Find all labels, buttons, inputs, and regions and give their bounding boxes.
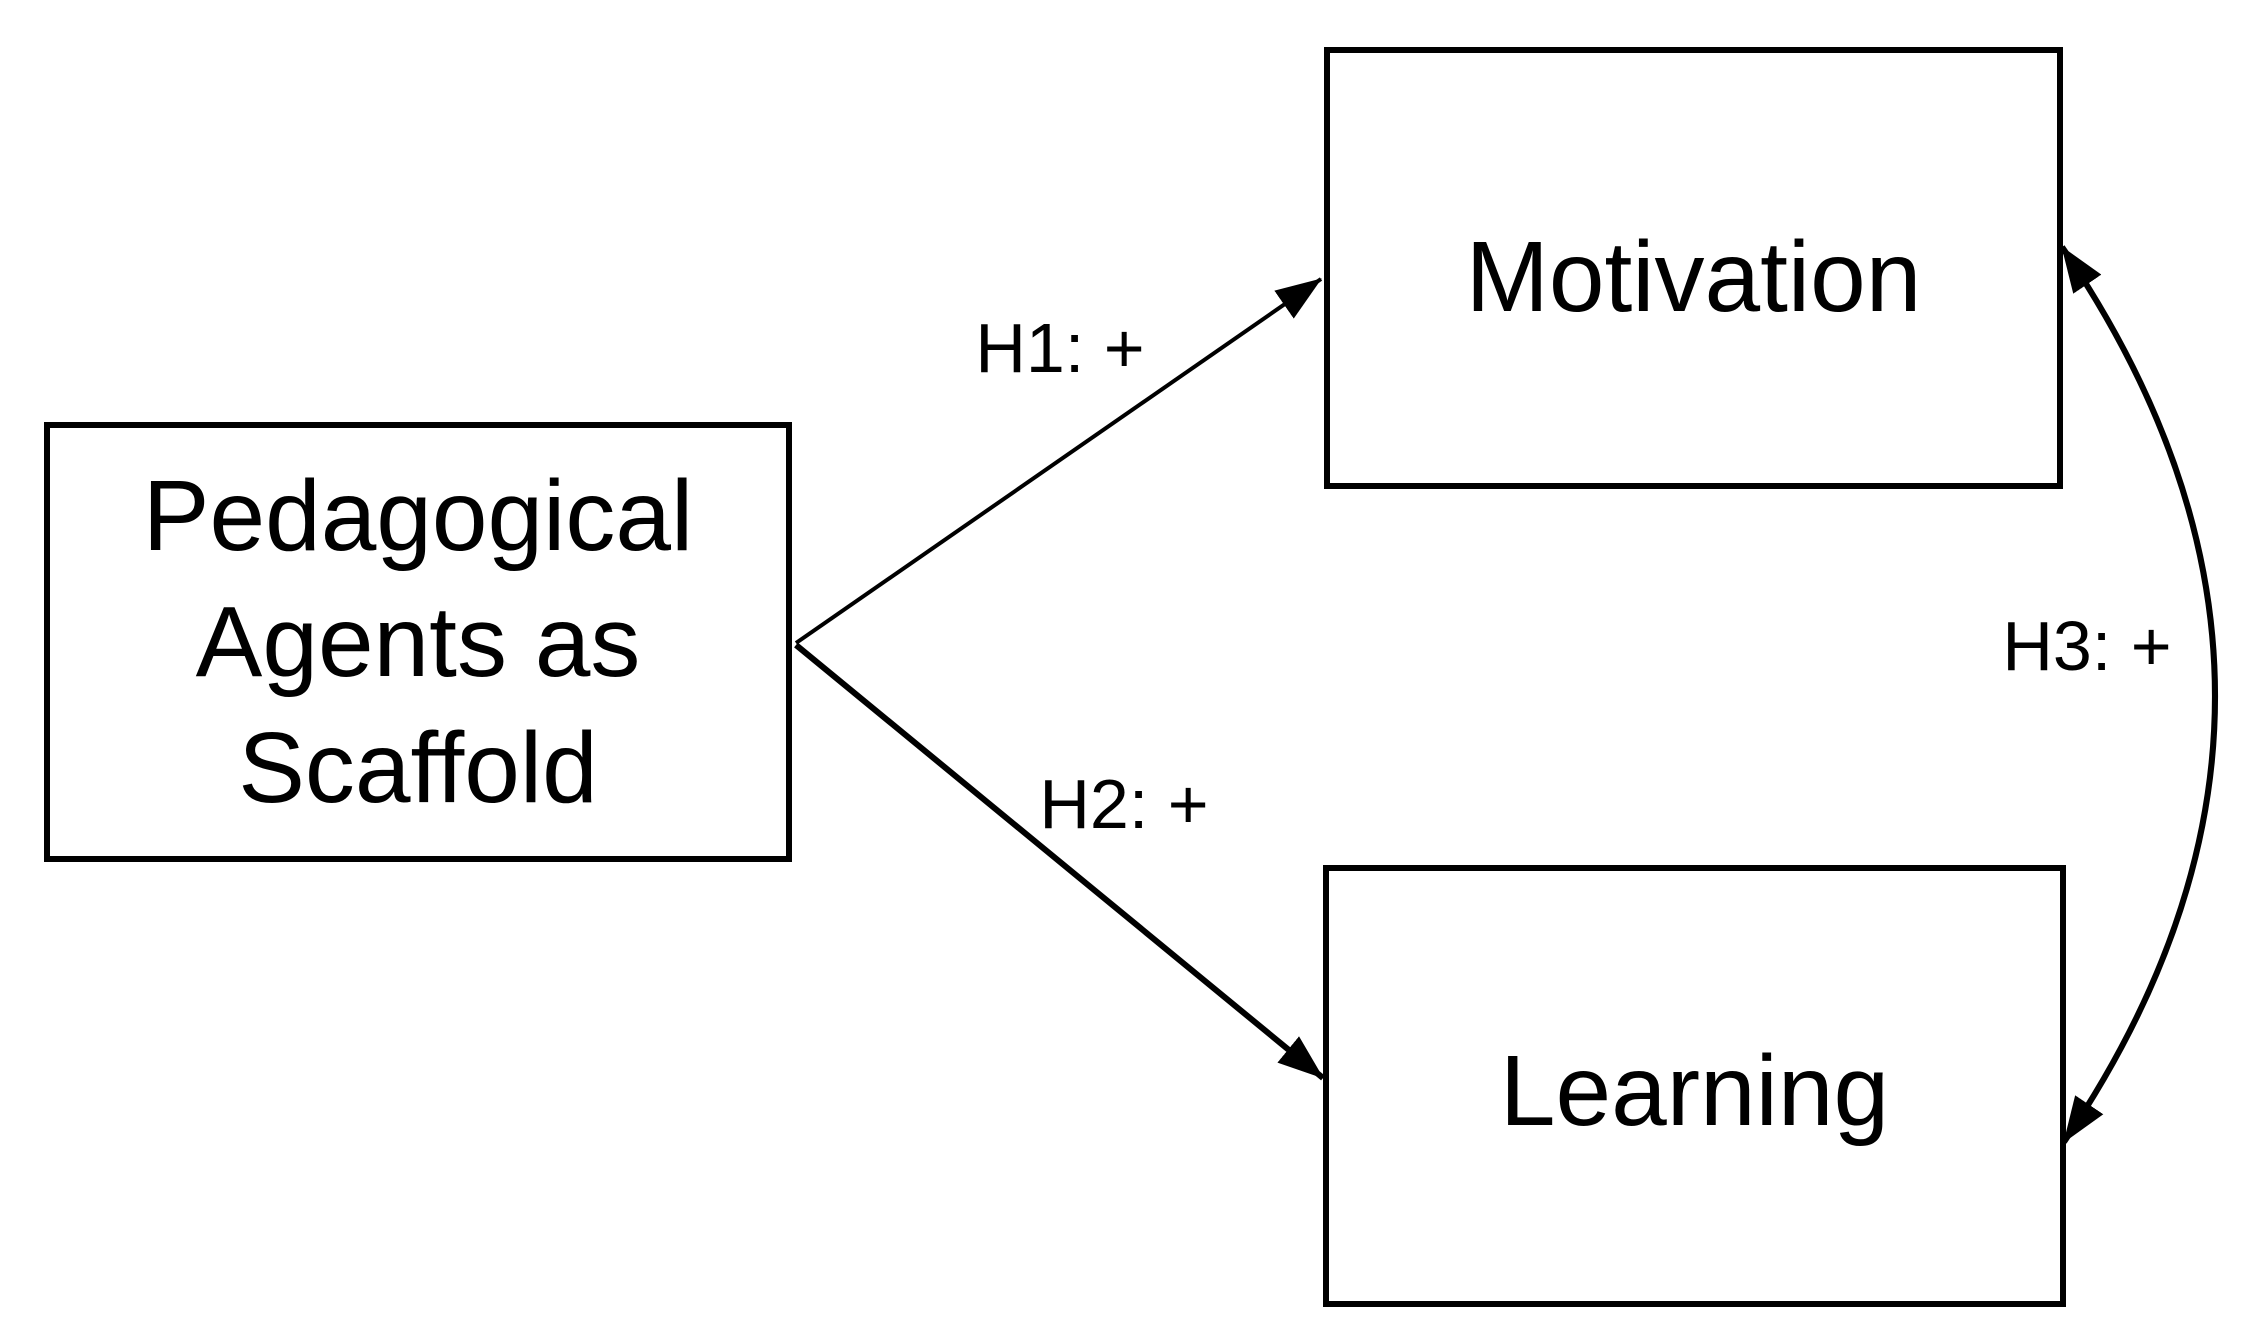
node-label: Motivation bbox=[1465, 221, 1922, 333]
node-label-line: Agents as bbox=[195, 586, 641, 698]
h2-edge-label: H2: + bbox=[1039, 765, 1209, 843]
h1-edge-label: H1: + bbox=[975, 309, 1145, 387]
h2-arrow bbox=[794, 642, 1325, 1081]
node-pedagogical-agents-as-scaffold: Pedagogical Agents as Scaffold bbox=[44, 422, 792, 862]
node-motivation: Motivation bbox=[1324, 47, 2063, 489]
h3-double-arrow bbox=[2059, 245, 2218, 1144]
h3-edge-label: H3: + bbox=[2002, 607, 2172, 685]
node-label: Learning bbox=[1499, 1035, 1890, 1147]
node-label-line: Pedagogical bbox=[142, 460, 694, 572]
node-learning: Learning bbox=[1323, 865, 2066, 1307]
node-label-line: Scaffold bbox=[238, 712, 598, 824]
